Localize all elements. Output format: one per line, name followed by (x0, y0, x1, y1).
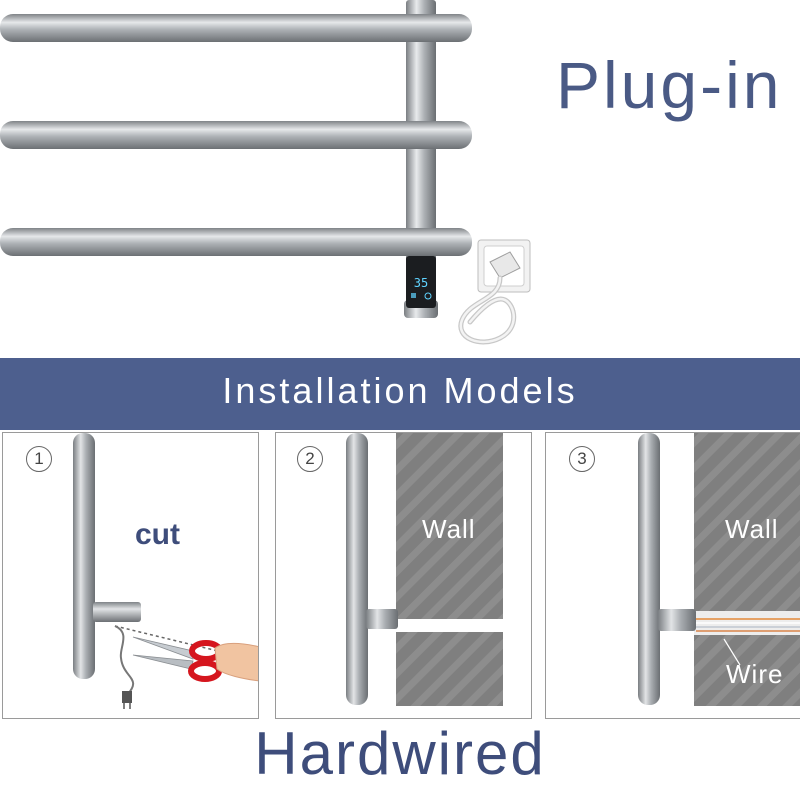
step-panel-3 (545, 432, 800, 719)
towel-bar (0, 14, 472, 42)
cut-illustration (73, 433, 258, 709)
step-number-3: 3 (569, 446, 595, 472)
plug-in-title: Plug-in (556, 48, 783, 122)
cut-label: cut (135, 518, 180, 551)
wire-label: Wire (726, 659, 784, 689)
step-panel-1 (2, 432, 259, 719)
wall-illustration-hardwired (638, 433, 800, 706)
wire-icon (696, 618, 800, 666)
towel-bar (0, 121, 472, 149)
step-number-1: 1 (26, 446, 52, 472)
section-banner (0, 358, 800, 430)
wall-label: Wall (422, 514, 476, 544)
towel-bars (0, 14, 472, 256)
wall-illustration-hardwired-prep (346, 433, 503, 706)
hand-illustration (214, 642, 258, 682)
towel-rail-illustration: 35 (0, 0, 531, 345)
towel-bar (0, 228, 472, 256)
hardwired-title: Hardwired (254, 720, 546, 787)
step-number-2: 2 (297, 446, 323, 472)
temperature-display: 35 (414, 276, 428, 290)
wall-label: Wall (725, 514, 779, 544)
step-panel-2 (275, 432, 532, 719)
scissors-icon (132, 636, 223, 682)
control-unit: 35 (406, 256, 436, 308)
wall-socket-plug (458, 239, 531, 345)
banner-title: Installation Models (222, 370, 578, 411)
